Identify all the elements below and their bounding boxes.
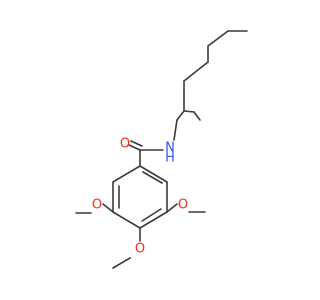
methoxy-oxygen-right-label: O: [178, 198, 188, 213]
methoxy-oxygen-bottom-label: O: [135, 242, 145, 257]
chain-bond: [207, 30, 229, 47]
carbonyl-oxygen-label: O: [120, 137, 130, 152]
amide-nitrogen-label: N: [165, 141, 175, 156]
oxygen-to-methyl-bond: [112, 257, 131, 269]
alkyl-chain: [173, 30, 248, 141]
chain-bond: [173, 119, 178, 141]
structure-drawing: O N H O O O: [75, 30, 248, 269]
ring-to-oxygen-bond: [102, 203, 114, 213]
carbonyl-double-bond: [128, 144, 141, 151]
methoxy-bottom: [112, 227, 141, 269]
ring-to-oxygen-bond: [166, 203, 178, 213]
chain-bond: [193, 111, 201, 121]
ring-double-bond: [142, 171, 163, 184]
chain-bond: [183, 61, 209, 82]
molecule-diagram: O N H O O O: [75, 30, 248, 269]
methoxy-oxygen-left-label: O: [92, 198, 102, 213]
ring-bond: [139, 165, 168, 183]
chain-bond: [183, 110, 195, 113]
methoxy-right: [166, 203, 206, 213]
benzene-ring: [112, 165, 168, 229]
ring-double-bond: [141, 208, 162, 222]
ring-bond: [112, 211, 141, 229]
methoxy-left: [75, 203, 114, 214]
chain-bond: [176, 110, 185, 121]
carbonyl-double-bond: [130, 140, 143, 147]
amide-hydrogen-label: H: [165, 151, 175, 166]
ring-bond: [139, 211, 168, 229]
ring-bond: [112, 165, 141, 183]
amide-group: [128, 140, 164, 167]
